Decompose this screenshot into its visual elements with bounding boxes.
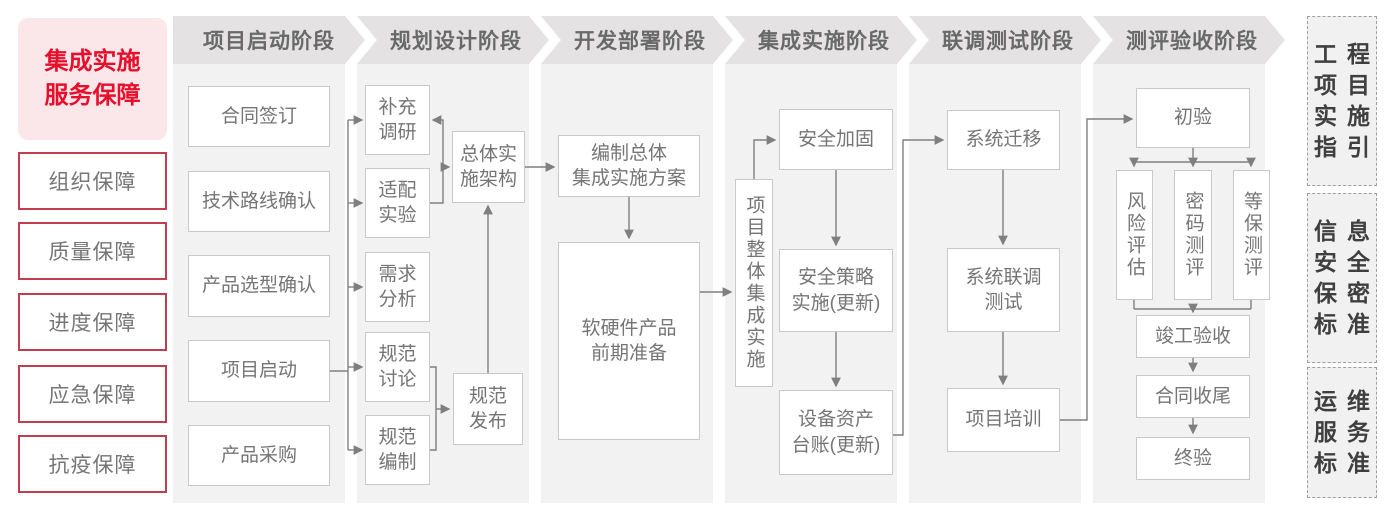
standard-box-project-guide: 工程 项目 实施 指引 — [1307, 16, 1377, 186]
phase-header-joint-testing: 联调测试阶段 — [909, 16, 1101, 64]
flow-box-supplement-research: 补充 调研 — [365, 85, 430, 155]
standard-box-security-standard: 信息 安全 保密 标准 — [1307, 193, 1377, 363]
standard-row: 项目 — [1314, 72, 1380, 98]
standard-row: 工程 — [1314, 41, 1380, 67]
sidebar-header: 集成实施 服务保障 — [18, 18, 167, 140]
flow-box-spec-draft: 规范 编制 — [365, 415, 430, 485]
flow-box-hw-sw-prep: 软硬件产品 前期准备 — [558, 242, 700, 440]
standard-row: 信息 — [1314, 218, 1380, 244]
standard-row: 标准 — [1314, 311, 1380, 337]
phase-header-plan-design: 规划设计阶段 — [357, 16, 549, 64]
flow-box-plan-doc: 编制总体 集成实施方案 — [558, 135, 700, 197]
standard-row: 保密 — [1314, 280, 1380, 306]
standard-row: 安全 — [1314, 249, 1380, 275]
phase-header-dev-deploy: 开发部署阶段 — [541, 16, 733, 64]
sidebar-item-emergency: 应急保障 — [18, 365, 167, 423]
sidebar-item-epidemic: 抗疫保障 — [18, 435, 167, 493]
flow-box-spec-discuss: 规范 讨论 — [365, 332, 430, 402]
flow-box-requirement: 需求 分析 — [365, 252, 430, 322]
flow-box-contract-sign: 合同签订 — [188, 86, 330, 147]
flow-box-training: 项目培训 — [947, 388, 1060, 452]
flow-box-initial-accept: 初验 — [1136, 88, 1250, 148]
flow-box-joint-test: 系统联调 测试 — [947, 248, 1060, 332]
sidebar-item-quality: 质量保障 — [18, 222, 167, 280]
phase-header-integration: 集成实施阶段 — [725, 16, 917, 64]
flow-box-classified-test: 等保测评 — [1233, 170, 1270, 300]
standard-row: 标准 — [1314, 450, 1380, 476]
flow-box-product-select: 产品选型确认 — [188, 255, 330, 317]
phase-header-eval-acceptance: 测评验收阶段 — [1093, 16, 1285, 64]
flow-box-adapt-test: 适配 实验 — [365, 168, 430, 238]
sidebar-item-organization: 组织保障 — [18, 152, 167, 210]
flow-box-integration-impl: 项目整体集成实施 — [735, 179, 773, 387]
standard-row: 指引 — [1314, 134, 1380, 160]
flow-box-project-start: 项目启动 — [188, 340, 330, 402]
flow-box-overall-arch: 总体实 施架构 — [452, 131, 525, 203]
sidebar-item-progress: 进度保障 — [18, 293, 167, 351]
flow-box-sys-migrate: 系统迁移 — [947, 110, 1060, 170]
flow-box-completion-accept: 竣工验收 — [1136, 315, 1250, 358]
standard-row: 服务 — [1314, 419, 1380, 445]
flow-box-risk-assess: 风险评估 — [1116, 170, 1153, 300]
flow-box-contract-close: 合同收尾 — [1136, 375, 1250, 418]
standard-row: 实施 — [1314, 103, 1380, 129]
flow-box-final-accept: 终验 — [1136, 437, 1250, 480]
flow-box-spec-publish: 规范 发布 — [453, 373, 523, 445]
flow-box-sec-policy: 安全策略 实施(更新) — [779, 249, 893, 332]
flow-box-tech-route: 技术路线确认 — [188, 171, 330, 232]
phase-header-project-start: 项目启动阶段 — [173, 16, 365, 64]
flow-box-crypto-test: 密码测评 — [1174, 170, 1212, 300]
standard-row: 运维 — [1314, 388, 1380, 414]
standard-box-ops-standard: 运维 服务 标准 — [1307, 367, 1377, 498]
flow-box-sec-harden: 安全加固 — [779, 109, 893, 170]
flow-box-procurement: 产品采购 — [188, 425, 330, 486]
flow-box-asset-ledger: 设备资产 台账(更新) — [779, 390, 893, 475]
